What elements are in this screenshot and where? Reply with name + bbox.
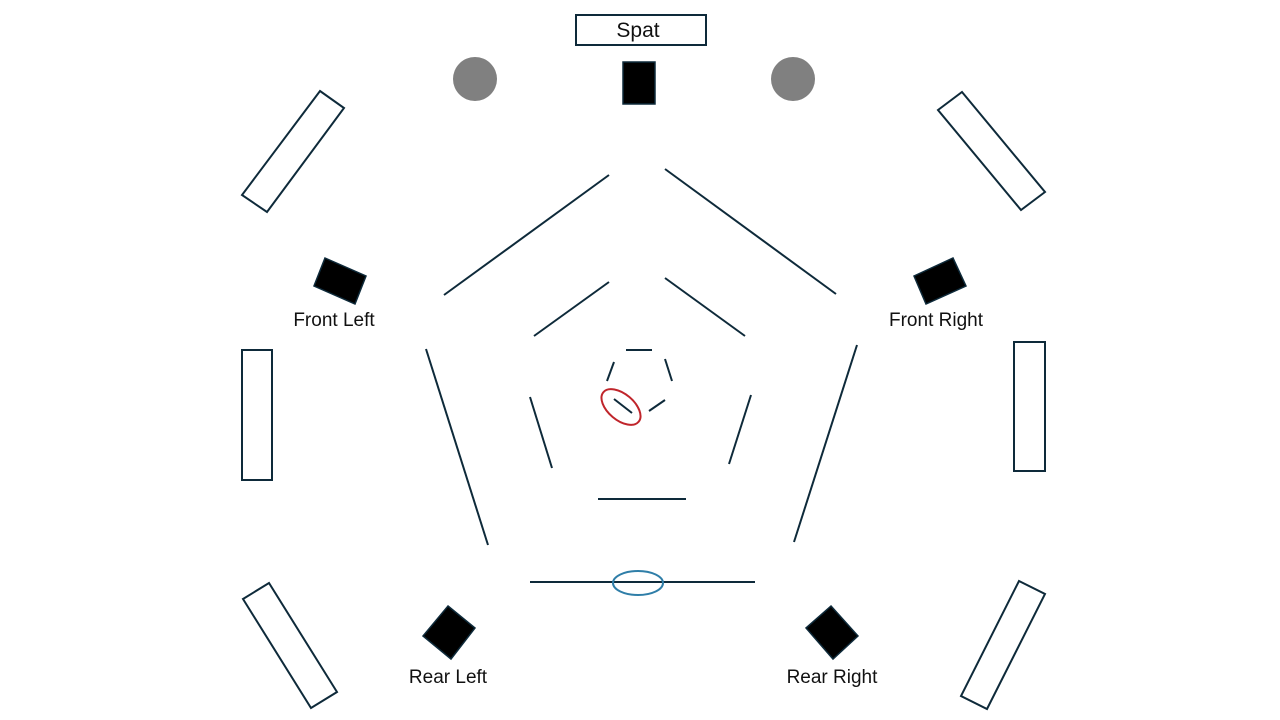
grey-marker-left xyxy=(453,57,497,101)
middle-segment-top-left xyxy=(533,281,610,337)
speaker-label-rear-left: Rear Left xyxy=(409,667,488,688)
outer-segment-right xyxy=(793,344,858,543)
wall-panel-front-left xyxy=(240,89,346,214)
outer-pentagon xyxy=(425,168,858,583)
speaker-front-right xyxy=(913,257,967,305)
speaker-label-front-left: Front Left xyxy=(293,310,375,331)
highlight-red-ellipse xyxy=(600,388,642,426)
wall-panel-rear-left xyxy=(241,581,339,710)
wall-panel-front-right xyxy=(936,90,1047,212)
speaker-label-rear-right: Rear Right xyxy=(787,667,879,688)
center-speaker xyxy=(622,61,656,105)
inner-segment-right xyxy=(664,358,673,382)
inner-segment-bottom-right xyxy=(648,399,666,412)
highlight-blue-ellipse xyxy=(612,570,664,596)
speaker-front-left xyxy=(313,256,367,306)
grey-marker-right xyxy=(771,57,815,101)
middle-segment-left xyxy=(529,396,553,469)
title-box-label: Spat xyxy=(616,19,659,42)
wall-panel-right xyxy=(1013,341,1046,472)
middle-segment-top-right xyxy=(664,277,746,337)
title-box: Spat xyxy=(575,14,707,46)
middle-pentagon xyxy=(529,277,752,500)
outer-segment-left xyxy=(425,348,489,546)
outer-segment-top-left xyxy=(443,174,610,296)
outer-segment-top-right xyxy=(664,168,837,295)
inner-pentagon xyxy=(606,349,673,414)
title-box-frame xyxy=(575,14,707,46)
speaker-rear-left xyxy=(421,604,477,661)
inner-segment-bottom-left xyxy=(613,398,633,414)
speaker-label-front-right: Front Right xyxy=(889,310,984,331)
wall-panel-rear-right xyxy=(959,579,1047,711)
speaker-rear-right xyxy=(804,604,860,661)
inner-segment-left xyxy=(606,361,615,382)
middle-segment-right xyxy=(728,394,752,465)
wall-panel-left xyxy=(241,349,273,481)
